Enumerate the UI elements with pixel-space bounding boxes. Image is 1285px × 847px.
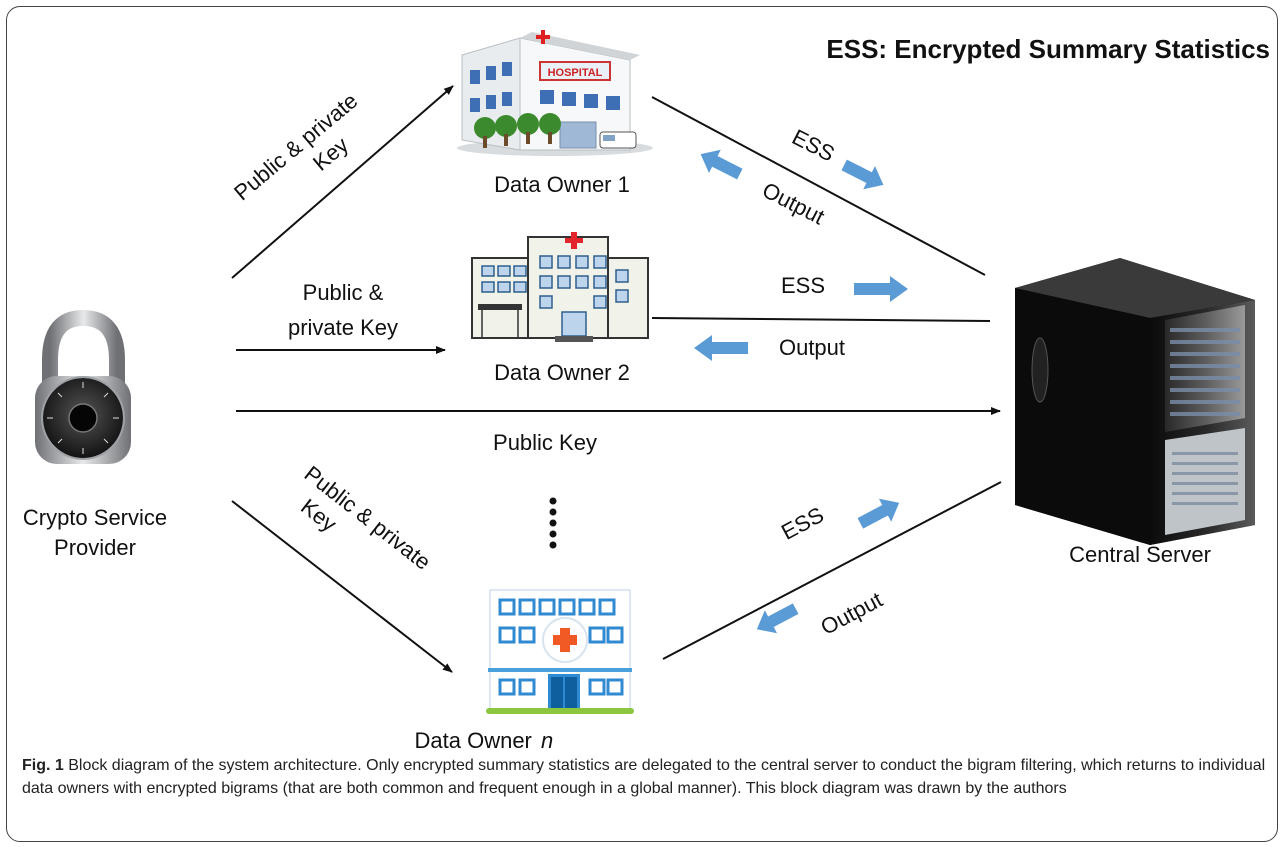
provider-label-line2: Provider (54, 535, 136, 560)
hospital-icon-n (486, 589, 634, 714)
owner1-ess-label: ESS (788, 124, 839, 166)
ownern-output-label: Output (816, 587, 886, 640)
caption-text: Block diagram of the system architecture… (22, 757, 1266, 797)
ownern-label-italic: n (541, 728, 553, 753)
provider-label-line1: Crypto Service (23, 505, 167, 530)
owner1-label: Data Owner 1 (494, 172, 630, 197)
edge-label-ownern: Public & private Key (296, 461, 435, 575)
server-icon (1015, 258, 1255, 545)
diagram-title: ESS: Encrypted Summary Statistics (826, 34, 1270, 64)
caption-fig-label: Fig. 1 (22, 757, 64, 774)
ownern-ess-label: ESS (777, 502, 828, 545)
hospital-icon-1: HOSPITAL (457, 30, 653, 156)
padlock-icon (35, 309, 131, 464)
edge-provider-ownern (231, 500, 453, 673)
server-label: Central Server (1069, 542, 1211, 567)
ownern-label: Data Owner (415, 728, 539, 753)
edge-label-owner2-line1: Public & (303, 280, 384, 305)
owner2-output-arrow (694, 335, 748, 361)
owner2-ess-arrow (854, 276, 908, 302)
owner1-ess-arrow (841, 159, 884, 190)
edge-label-owner1: Public & private Key (229, 88, 362, 205)
edge-provider-owner1 (231, 85, 454, 279)
owner1-output-arrow (700, 149, 743, 180)
more-owners-ellipsis (549, 497, 557, 549)
owner2-ess-label: ESS (781, 273, 825, 298)
owner2-label: Data Owner 2 (494, 360, 630, 385)
figure-frame (6, 6, 1278, 842)
ownern-ess-arrow (857, 498, 900, 529)
edge-owner1-server (651, 96, 986, 276)
edge-owner2-server (651, 317, 991, 322)
hospital-sign: HOSPITAL (548, 67, 603, 79)
hospital-icon-2 (471, 232, 649, 342)
edge-ownern-server (662, 481, 1002, 660)
edge-label-server: Public Key (493, 430, 597, 455)
owner2-output-label: Output (779, 335, 845, 360)
figure-caption: Fig. 1 Block diagram of the system archi… (22, 754, 1267, 800)
edge-label-owner2-line2: private Key (288, 315, 398, 340)
ownern-output-arrow (756, 603, 799, 634)
